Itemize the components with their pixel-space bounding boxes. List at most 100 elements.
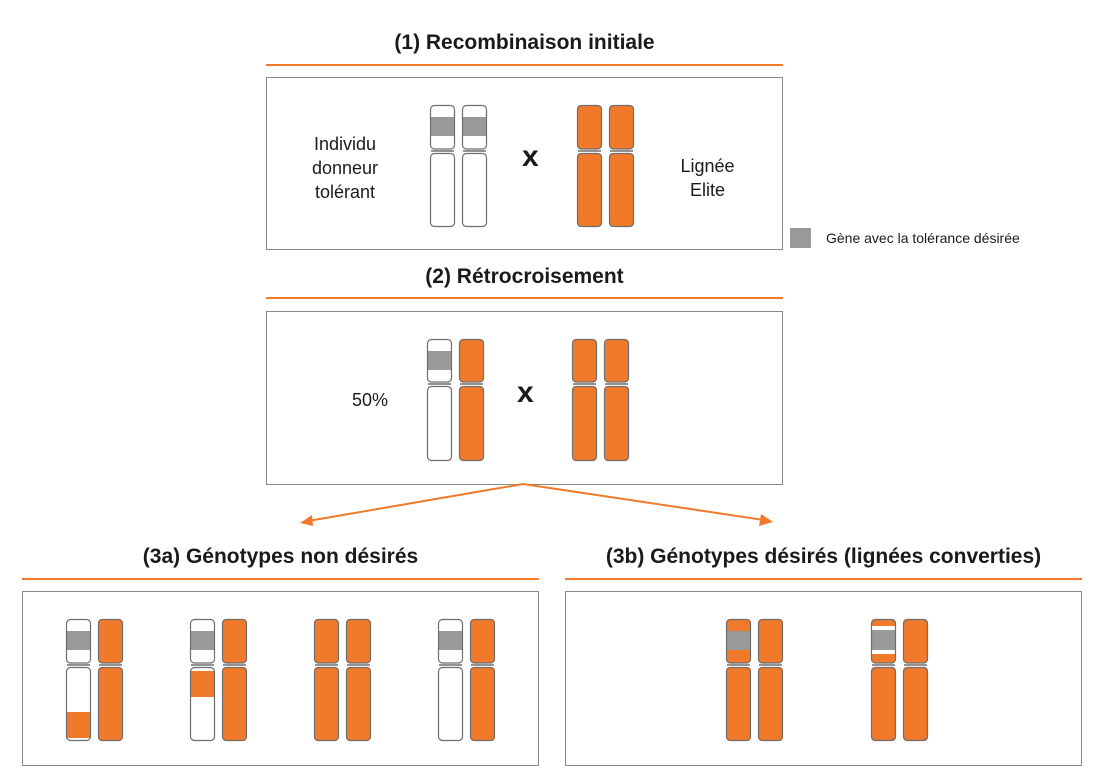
s3a-g2-a-band-0	[190, 631, 215, 650]
s2-elite-b-arm-top	[603, 338, 630, 383]
section3b-title: (3b) Génotypes désirés (lignées converti…	[605, 545, 1042, 568]
s3a-g2-a	[190, 619, 215, 741]
s3b-g2-a-arm-top	[870, 618, 897, 664]
s3a-g3-b	[346, 619, 371, 741]
arrow-to-3b-line	[522, 483, 765, 521]
s2-hybrid-donor-arm-bottom	[426, 385, 453, 462]
s3a-g3-b-arm-top	[345, 618, 372, 664]
s3a-g3-a-arm-bottom	[313, 666, 340, 742]
arrow-to-3a-line	[307, 483, 524, 522]
s3a-g4-a	[438, 619, 463, 741]
s3b-g1-b	[758, 619, 783, 741]
s3b-g2-a-arm-bottom	[870, 666, 897, 742]
s3a-g2-a-arm-top	[189, 618, 216, 664]
section3a-title: (3a) Génotypes non désirés	[142, 545, 419, 568]
legend-gene-swatch	[790, 228, 811, 248]
s3b-g1-a	[726, 619, 751, 741]
s3a-g3-b-arm-bottom	[345, 666, 372, 742]
s3b-g1-a-arm-bottom	[725, 666, 752, 742]
elite-label: Lignée Elite	[660, 154, 755, 202]
s3b-g2-a-band-0	[871, 626, 896, 630]
s3a-g1-b	[98, 619, 123, 741]
donor-label-line1: Individu	[313, 134, 377, 154]
s3a-g4-b-body	[470, 619, 495, 741]
s3a-g2-b-body	[222, 619, 247, 741]
s2-elite-a-arm-bottom	[571, 385, 598, 462]
section2-cross-symbol: x	[517, 376, 534, 409]
section2-rule	[266, 297, 783, 299]
s1-donor-b-arm-top	[461, 104, 488, 150]
section1-cross-symbol: x	[522, 140, 539, 173]
s1-elite-a	[577, 105, 602, 227]
s3b-g2-b-arm-bottom	[902, 666, 929, 742]
s3a-g4-b-arm-top	[469, 618, 496, 664]
s3b-g2-b-body	[903, 619, 928, 741]
s3a-g1-a	[66, 619, 91, 741]
s1-donor-a-arm-top	[429, 104, 456, 150]
s2-hybrid-elite	[459, 339, 484, 461]
s3a-g3-a-body	[314, 619, 339, 741]
s1-elite-a-arm-top	[576, 104, 603, 150]
s3b-g1-b-body	[758, 619, 783, 741]
s2-elite-a	[572, 339, 597, 461]
elite-label-line1: Lignée	[680, 156, 735, 176]
s3a-g1-a-arm-bottom	[65, 666, 92, 742]
donor-label: Individu donneur tolérant	[290, 132, 400, 204]
s2-elite-b	[604, 339, 629, 461]
percent-label: 50%	[351, 390, 389, 410]
s3a-g4-a-band-0	[438, 631, 463, 650]
s3a-g3-a-arm-top	[313, 618, 340, 664]
s2-elite-a-arm-top	[571, 338, 598, 383]
s3a-g2-b	[222, 619, 247, 741]
legend-text: Gène avec la tolérance désirée	[826, 230, 1020, 246]
section2-box	[266, 311, 783, 485]
s3a-g1-b-arm-bottom	[97, 666, 124, 742]
s3a-g1-b-body	[98, 619, 123, 741]
donor-label-line2: donneur	[311, 158, 379, 178]
s2-hybrid-elite-arm-top	[458, 338, 485, 383]
s1-elite-b-arm-bottom	[608, 152, 635, 228]
s2-elite-b-arm-bottom	[603, 385, 630, 462]
section1-box	[266, 77, 783, 250]
s3b-g1-b-arm-bottom	[757, 666, 784, 742]
s3b-g2-b	[903, 619, 928, 741]
s3a-g2-b-arm-top	[221, 618, 248, 664]
section1-title: (1) Recombinaison initiale	[394, 31, 655, 54]
s2-hybrid-elite-body	[459, 339, 484, 461]
s1-donor-a-band-0	[430, 117, 455, 136]
section1-rule	[266, 64, 783, 66]
arrow-to-3b-head	[759, 514, 773, 526]
s3a-g1-a-arm-top	[65, 618, 92, 664]
s3b-g2-a	[871, 619, 896, 741]
s3a-g1-b-arm-top	[97, 618, 124, 664]
s2-hybrid-elite-arm-bottom	[458, 385, 485, 462]
s1-elite-b-arm-top	[608, 104, 635, 150]
section3b-rule	[565, 578, 1082, 580]
arrow-to-3a-head	[300, 515, 313, 526]
s1-donor-a-arm-bottom	[429, 152, 456, 228]
s1-donor-b-band-0	[462, 117, 487, 136]
s3a-g4-b-arm-bottom	[469, 666, 496, 742]
s3a-g4-a-arm-top	[437, 618, 464, 664]
s1-donor-a	[430, 105, 455, 227]
s3b-g2-a-band-1	[871, 630, 896, 650]
section3a-rule	[22, 578, 539, 580]
elite-label-line2: Elite	[689, 180, 725, 200]
s2-hybrid-donor-band-0	[427, 351, 452, 370]
s3a-g2-b-arm-bottom	[221, 666, 248, 742]
s1-elite-a-body	[577, 105, 602, 227]
s3a-g1-a-band-0	[66, 631, 91, 650]
s2-elite-a-body	[572, 339, 597, 461]
s3a-g4-b	[470, 619, 495, 741]
s3b-g1-a-arm-top	[725, 618, 752, 664]
s3b-g1-a-band-0	[726, 631, 751, 650]
s1-donor-b	[462, 105, 487, 227]
s2-hybrid-donor	[427, 339, 452, 461]
s3a-g2-a-band-1	[190, 671, 215, 697]
s1-elite-b	[609, 105, 634, 227]
s3a-g3-a	[314, 619, 339, 741]
s3a-g1-a-band-1	[66, 712, 91, 738]
donor-label-line3: tolérant	[314, 182, 376, 202]
section2-title: (2) Rétrocroisement	[425, 265, 624, 288]
